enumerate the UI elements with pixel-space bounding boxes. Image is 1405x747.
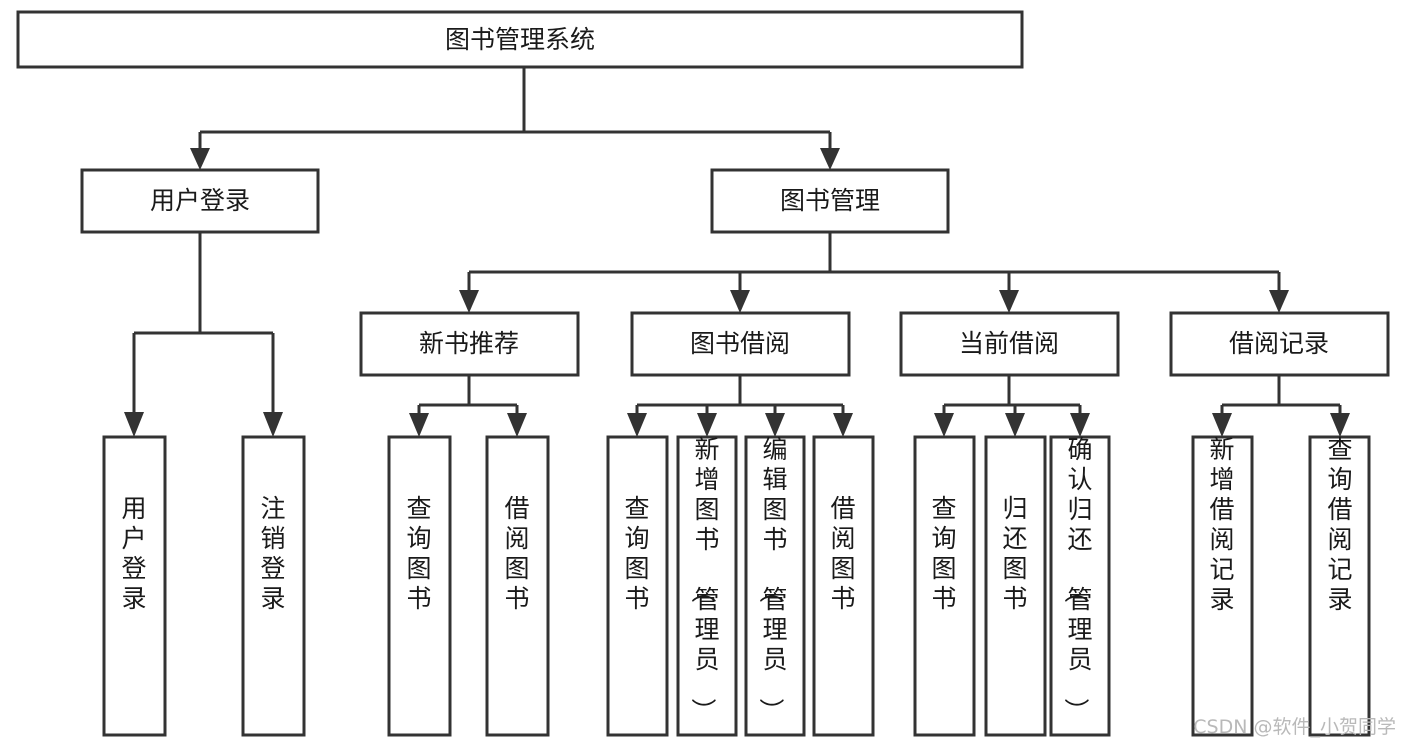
node-leaf-borrow-book-box[interactable] xyxy=(812,435,875,737)
arrow-head-leaf-return-book xyxy=(1005,413,1025,437)
node-leaf-confirm-return-admin[interactable]: 确认归还（管理员） xyxy=(1049,435,1111,737)
arrow-head-leaf-borrow-book xyxy=(833,413,853,437)
node-leaf-add-book-admin-box[interactable] xyxy=(676,435,738,737)
arrow-head-leaf-query-book-current xyxy=(934,413,954,437)
arrow-head-leaf-edit-book-admin xyxy=(765,413,785,437)
node-leaf-logout-label: 注销登录 xyxy=(260,494,285,613)
node-leaf-user-login-label: 用户登录 xyxy=(121,494,146,613)
node-book-borrow[interactable]: 图书借阅 xyxy=(630,311,851,377)
node-leaf-borrow-book-recommend[interactable]: 借阅图书 xyxy=(485,435,550,737)
node-leaf-return-book[interactable]: 归还图书 xyxy=(984,435,1047,737)
node-book-borrow-label: 图书借阅 xyxy=(690,329,790,358)
node-leaf-user-login[interactable]: 用户登录 xyxy=(102,435,167,737)
leaf-nodes-layer: 用户登录 注销登录 查询图书 借阅图书 查询图书 新增图书（管理员） xyxy=(102,435,1371,737)
node-leaf-query-book-borrow-label: 查询图书 xyxy=(624,494,649,613)
arrow-head-leaf-confirm-return-admin xyxy=(1070,413,1090,437)
connectors-layer xyxy=(124,67,1350,437)
node-new-book-recommend[interactable]: 新书推荐 xyxy=(359,311,580,377)
node-root-label: 图书管理系统 xyxy=(445,25,595,54)
node-user-login-box[interactable] xyxy=(80,168,320,234)
node-current-borrow-box[interactable] xyxy=(899,311,1120,377)
node-leaf-add-book-admin-label: 新增图书（管理员） xyxy=(688,435,719,723)
arrow-head-current-borrow xyxy=(999,290,1019,313)
node-leaf-confirm-return-admin-box[interactable] xyxy=(1049,435,1111,737)
arrow-head-leaf-borrow-book-recommend xyxy=(507,413,527,437)
node-borrow-record-label: 借阅记录 xyxy=(1229,329,1329,358)
node-leaf-add-borrow-record[interactable]: 新增借阅记录 xyxy=(1191,435,1254,737)
node-leaf-add-borrow-record-box[interactable] xyxy=(1191,435,1254,737)
node-leaf-query-book-recommend-label: 查询图书 xyxy=(406,494,431,613)
node-leaf-logout-box[interactable] xyxy=(241,435,306,737)
node-leaf-query-book-current-label: 查询图书 xyxy=(931,494,956,613)
node-root-box[interactable] xyxy=(16,10,1024,69)
node-leaf-edit-book-admin[interactable]: 编辑图书（管理员） xyxy=(744,435,806,737)
node-leaf-user-login-box[interactable] xyxy=(102,435,167,737)
arrow-head-leaf-query-book-borrow xyxy=(627,413,647,437)
node-leaf-query-borrow-record-box[interactable] xyxy=(1308,435,1371,737)
node-leaf-borrow-book-recommend-label: 借阅图书 xyxy=(504,494,529,613)
node-leaf-add-borrow-record-label: 新增借阅记录 xyxy=(1209,435,1234,614)
node-leaf-edit-book-admin-label: 编辑图书（管理员） xyxy=(756,435,787,723)
node-leaf-logout[interactable]: 注销登录 xyxy=(241,435,306,737)
node-borrow-record-box[interactable] xyxy=(1169,311,1390,377)
node-book-management[interactable]: 图书管理 xyxy=(710,168,950,234)
node-leaf-query-book-recommend-box[interactable] xyxy=(387,435,452,737)
arrow-head-userlogin xyxy=(190,148,210,170)
node-leaf-borrow-book-recommend-box[interactable] xyxy=(485,435,550,737)
arrow-head-leaf-query-book-recommend xyxy=(409,413,429,437)
node-leaf-edit-book-admin-box[interactable] xyxy=(744,435,806,737)
arrow-head-leaf-add-book-admin xyxy=(697,413,717,437)
node-leaf-return-book-label: 归还图书 xyxy=(1002,494,1027,613)
node-leaf-query-book-borrow-box[interactable] xyxy=(606,435,669,737)
node-root[interactable]: 图书管理系统 xyxy=(16,10,1024,69)
node-user-login-label: 用户登录 xyxy=(150,186,250,215)
node-leaf-query-book-recommend[interactable]: 查询图书 xyxy=(387,435,452,737)
node-leaf-borrow-book[interactable]: 借阅图书 xyxy=(812,435,875,737)
node-book-management-box[interactable] xyxy=(710,168,950,234)
node-new-book-recommend-box[interactable] xyxy=(359,311,580,377)
csdn-watermark: CSDN @软件_小贺同学 xyxy=(1193,716,1396,738)
node-leaf-query-borrow-record[interactable]: 查询借阅记录 xyxy=(1308,435,1371,737)
node-leaf-confirm-return-admin-label: 确认归还（管理员） xyxy=(1061,435,1092,723)
node-current-borrow-label: 当前借阅 xyxy=(959,329,1059,358)
arrow-head-new-book-recommend xyxy=(459,290,479,313)
node-current-borrow[interactable]: 当前借阅 xyxy=(899,311,1120,377)
arrow-head-bookmgmt xyxy=(820,148,840,170)
node-leaf-query-book-current[interactable]: 查询图书 xyxy=(913,435,976,737)
arrow-head-borrow-record xyxy=(1269,290,1289,313)
node-new-book-recommend-label: 新书推荐 xyxy=(419,329,519,358)
node-user-login[interactable]: 用户登录 xyxy=(80,168,320,234)
node-book-management-label: 图书管理 xyxy=(780,186,880,215)
node-leaf-return-book-box[interactable] xyxy=(984,435,1047,737)
arrow-head-leaf-query-borrow-record xyxy=(1330,413,1350,437)
arrow-head-book-borrow xyxy=(730,290,750,313)
node-borrow-record[interactable]: 借阅记录 xyxy=(1169,311,1390,377)
node-leaf-query-book-borrow[interactable]: 查询图书 xyxy=(606,435,669,737)
node-leaf-add-book-admin[interactable]: 新增图书（管理员） xyxy=(676,435,738,737)
node-book-borrow-box[interactable] xyxy=(630,311,851,377)
arrow-head-leaf-logout xyxy=(263,412,283,437)
arrow-head-leaf-user-login xyxy=(124,412,144,437)
arrow-head-leaf-add-borrow-record xyxy=(1212,413,1232,437)
node-leaf-query-borrow-record-label: 查询借阅记录 xyxy=(1327,435,1352,614)
node-leaf-borrow-book-label: 借阅图书 xyxy=(830,494,855,613)
node-leaf-query-book-current-box[interactable] xyxy=(913,435,976,737)
